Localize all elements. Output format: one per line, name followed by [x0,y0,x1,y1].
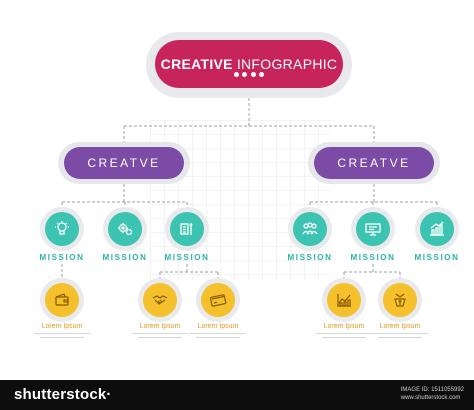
title-light: INFOGRAPHIC [236,56,338,72]
footer-meta: IMAGE ID: 1511055992 www.shutterstock.co… [401,386,464,402]
sub-label: Lorem Ipsum [41,323,83,330]
sub-description [132,333,188,339]
presentation-icon [356,212,390,246]
mission-label: MISSION [102,253,148,262]
dot [250,72,256,77]
category-pill-left: CREATVE [64,147,184,179]
mission-label: MISSION [350,253,396,262]
sub-description [190,333,246,339]
chart-icon [327,283,361,317]
money-icon [383,283,417,317]
mission-label: MISSION [164,253,210,262]
dot [258,72,264,77]
tools-icon [170,212,204,246]
dot [234,72,239,77]
lightbulb-icon [45,212,79,246]
sub-label: Lorem Ipsum [139,323,181,330]
handshake-icon [143,283,177,317]
sub-label: Lorem Ipsum [197,323,239,330]
footer-bar [0,380,474,410]
mission-label: MISSION [287,253,333,262]
wallet-icon [45,283,79,317]
sub-description [316,333,372,339]
sub-label: Lorem Ipsum [379,323,421,330]
mission-label: MISSION [39,253,85,262]
growth-chart-icon [420,212,454,246]
sub-description [372,333,428,339]
category-pill-right: CREATVE [314,147,434,179]
sub-description [34,333,90,339]
sub-label: Lorem Ipsum [323,323,365,330]
image-id: IMAGE ID: 1511055992 [400,387,464,393]
dot [242,72,248,77]
title-pill: CREATIVE INFOGRAPHIC [155,40,343,88]
team-icon [293,212,327,246]
credit-card-icon [201,283,235,317]
brand-logo: shutterstock· [14,386,112,403]
infographic-canvas: CREATIVE INFOGRAPHIC CREATVE CREATVE MIS… [34,32,460,339]
site-url: www.shutterstock.com [400,395,461,401]
title-dots [234,72,264,78]
title-bold: CREATIVE [160,56,233,72]
gears-icon [108,212,142,246]
mission-label: MISSION [414,253,460,262]
